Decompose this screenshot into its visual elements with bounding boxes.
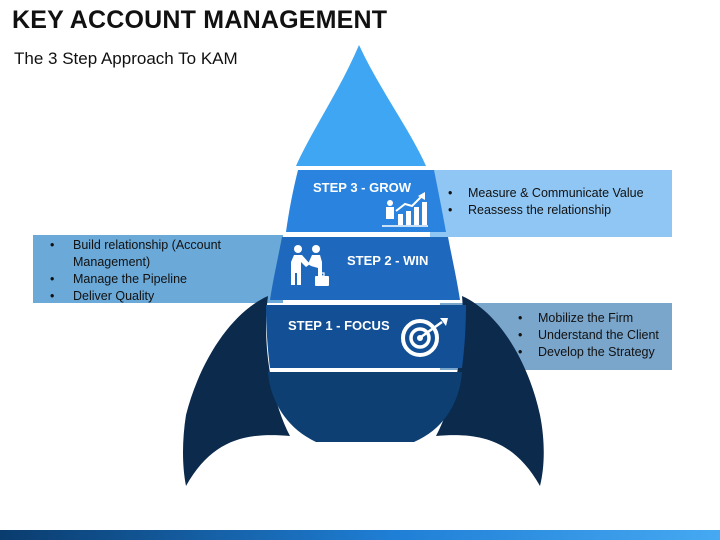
list-item: Build relationship (Account Management) <box>39 237 249 271</box>
growth-chart-icon <box>382 192 428 227</box>
step1-label: STEP 1 - FOCUS <box>288 318 390 333</box>
page-subtitle: The 3 Step Approach To KAM <box>14 49 238 68</box>
bottom-accent-bar <box>0 530 720 540</box>
step3-bullet-list: Measure & Communicate Value Reassess the… <box>446 185 644 219</box>
list-item: Mobilize the Firm <box>516 310 659 327</box>
step1-bullet-list: Mobilize the Firm Understand the Client … <box>516 310 659 361</box>
list-item: Understand the Client <box>516 327 659 344</box>
list-item: Manage the Pipeline <box>39 271 249 288</box>
list-item: Develop the Strategy <box>516 344 659 361</box>
step3-label: STEP 3 - GROW <box>313 180 411 195</box>
step2-label: STEP 2 - WIN <box>347 253 429 268</box>
rocket-base <box>268 372 462 442</box>
list-item: Deliver Quality <box>39 288 249 305</box>
page-title: KEY ACCOUNT MANAGEMENT <box>12 6 388 34</box>
list-item: Measure & Communicate Value <box>446 185 644 202</box>
handshake-icon <box>291 245 329 286</box>
rocket-nose <box>296 45 426 166</box>
list-item: Reassess the relationship <box>446 202 644 219</box>
step2-bullet-list: Build relationship (Account Management) … <box>39 237 249 305</box>
target-icon <box>401 318 448 357</box>
left-fin <box>183 296 290 486</box>
